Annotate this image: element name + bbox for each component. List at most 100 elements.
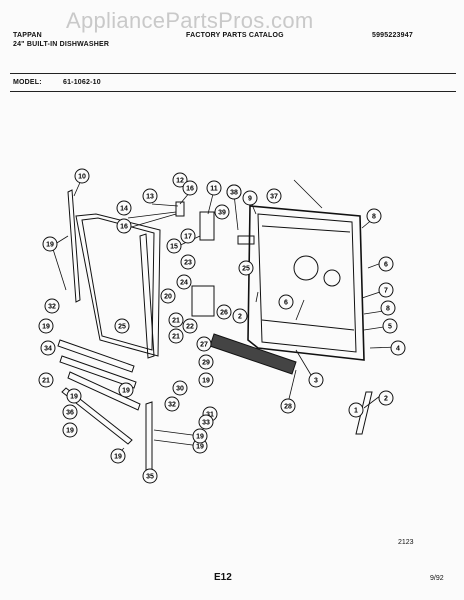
- latch-assembly: [191, 285, 215, 317]
- callout-19: 19: [192, 428, 208, 444]
- callout-number: 30: [176, 386, 184, 393]
- callout-number: 39: [218, 210, 226, 217]
- callout-circle: [38, 318, 54, 334]
- callout-circle: [366, 208, 382, 224]
- inner-door-liner: [247, 205, 365, 361]
- door-panel-inner: [81, 217, 155, 351]
- callout-circle: [62, 422, 78, 438]
- panel-frame-strip: [139, 233, 155, 359]
- callout-number: 34: [44, 346, 52, 353]
- page-number: E12: [214, 572, 232, 583]
- callout-number: 21: [172, 334, 180, 341]
- callout-number: 5: [388, 324, 392, 331]
- callout-number: 19: [196, 434, 204, 441]
- callout-7: 7: [378, 282, 394, 298]
- callout-14: 14: [116, 200, 132, 216]
- callout-circle: [142, 188, 158, 204]
- callout-10: 10: [74, 168, 90, 184]
- callout-number: 17: [184, 234, 192, 241]
- callout-21: 21: [38, 372, 54, 388]
- callout-circle: [164, 396, 180, 412]
- drawing-number: 2123: [398, 539, 414, 546]
- callout-circle: [308, 372, 324, 388]
- callout-circle: [168, 328, 184, 344]
- callout-number: 16: [186, 186, 194, 193]
- bottom-trim: [61, 387, 133, 445]
- callout-number: 12: [176, 178, 184, 185]
- callout-number: 31: [206, 412, 214, 419]
- product-label: 24" BUILT-IN DISHWASHER: [13, 41, 110, 48]
- door-handle-bar: [355, 391, 373, 435]
- callout-number: 7: [384, 288, 388, 295]
- door-parts-artwork: [57, 189, 373, 473]
- callout-circle: [390, 340, 406, 356]
- callout-13: 13: [142, 188, 158, 204]
- callout-circle: [198, 414, 214, 430]
- callout-number: 6: [284, 300, 288, 307]
- callout-circle: [378, 282, 394, 298]
- callout-39: 39: [214, 204, 230, 220]
- callout-number: 37: [270, 194, 278, 201]
- callout-number: 21: [172, 318, 180, 325]
- callout-number: 24: [180, 280, 188, 287]
- callout-3: 3: [308, 372, 324, 388]
- callout-circle: [214, 204, 230, 220]
- callout-circle: [116, 200, 132, 216]
- callout-circle: [116, 218, 132, 234]
- callout-number: 38: [230, 190, 238, 197]
- callout-8: 8: [366, 208, 382, 224]
- callout-circle: [38, 372, 54, 388]
- callout-number: 21: [42, 378, 50, 385]
- callout-8: 8: [380, 300, 396, 316]
- callout-number: 19: [202, 378, 210, 385]
- door-panel: [75, 213, 161, 357]
- callout-number: 2: [238, 314, 242, 321]
- callout-19: 19: [66, 388, 82, 404]
- model-label: MODEL:: [13, 79, 42, 86]
- callout-circle: [62, 404, 78, 420]
- callout-circle: [114, 318, 130, 334]
- callout-circle: [118, 382, 134, 398]
- callout-number: 14: [120, 206, 128, 213]
- callout-circle: [172, 380, 188, 396]
- callout-circle: [378, 256, 394, 272]
- callout-19: 19: [62, 422, 78, 438]
- callout-number: 13: [146, 194, 154, 201]
- callout-38: 38: [226, 184, 242, 200]
- callout-6: 6: [378, 256, 394, 272]
- callout-circle: [216, 304, 232, 320]
- callout-circle: [238, 260, 254, 276]
- liner-ridge-top: [261, 225, 351, 233]
- callout-9: 9: [242, 190, 258, 206]
- callout-number: 15: [170, 244, 178, 251]
- callout-circle: [74, 168, 90, 184]
- callout-number: 26: [220, 310, 228, 317]
- callout-32: 32: [164, 396, 180, 412]
- callout-21: 21: [168, 312, 184, 328]
- callout-number: 11: [210, 186, 218, 193]
- callout-25: 25: [238, 260, 254, 276]
- callout-number: 1: [354, 408, 358, 415]
- callout-12: 12: [172, 172, 188, 188]
- callout-number: 29: [202, 360, 210, 367]
- header-rule-top: [10, 73, 456, 74]
- callout-19: 19: [38, 318, 54, 334]
- callout-27: 27: [196, 336, 212, 352]
- callout-19: 19: [198, 372, 214, 388]
- callout-30: 30: [172, 380, 188, 396]
- callout-number: 27: [200, 342, 208, 349]
- callout-number: 25: [242, 266, 250, 273]
- callout-36: 36: [62, 404, 78, 420]
- rinse-aid-dispenser: [323, 269, 341, 287]
- callout-number: 19: [66, 428, 74, 435]
- callout-circle: [242, 190, 258, 206]
- callout-number: 6: [384, 262, 388, 269]
- callout-circle: [40, 340, 56, 356]
- callout-circle: [180, 254, 196, 270]
- callout-37: 37: [266, 188, 282, 204]
- callout-number: 8: [372, 214, 376, 221]
- callout-circle: [226, 184, 242, 200]
- lower-trim-strip-2: [59, 355, 137, 389]
- callout-number: 28: [284, 404, 292, 411]
- callout-2: 2: [378, 390, 394, 406]
